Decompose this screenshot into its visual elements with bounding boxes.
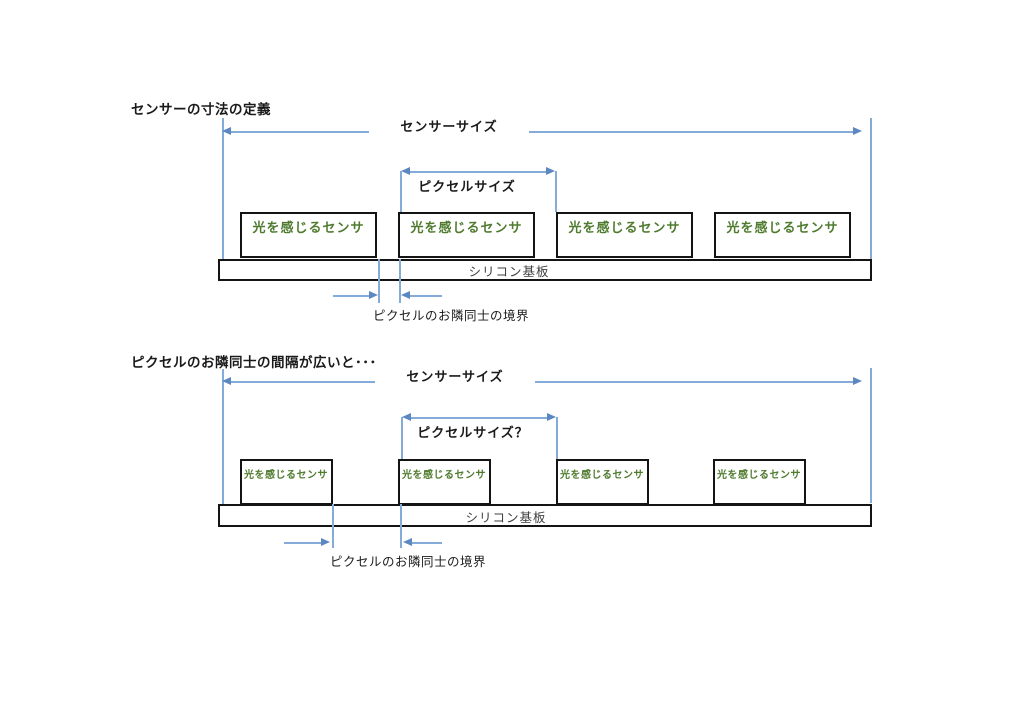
- d1-sensor-box-1: 光を感じるセンサ: [240, 212, 377, 258]
- d1-boundary-arrowhead-left-icon: [401, 291, 410, 299]
- d1-boundary-label: ピクセルのお隣同士の境界: [372, 308, 529, 323]
- d1-sensor-size-arrowhead-left-icon: [222, 127, 231, 135]
- d1-sensor-box-2-label: 光を感じるセンサ: [410, 221, 523, 236]
- d2-sensor-box-2: 光を感じるセンサ: [398, 459, 491, 505]
- d1-boundary-arrow-left-line: [410, 295, 442, 297]
- d1-substrate-bar: [218, 259, 872, 281]
- d2-boundary-arrow-right-line: [284, 542, 322, 544]
- d1-boundary-arrowhead-right-icon: [369, 291, 378, 299]
- d1-sensor-box-2: 光を感じるセンサ: [398, 212, 535, 258]
- d1-sensor-size-label: センサーサイズ: [369, 116, 529, 135]
- d1-sensor-box-4: 光を感じるセンサ: [714, 212, 851, 258]
- d2-sensor-box-3: 光を感じるセンサ: [556, 459, 649, 505]
- d1-pixel-size-arrowhead-left-icon: [401, 167, 410, 175]
- d1-sensor-size-extension-line-left: [222, 118, 224, 260]
- d1-sensor-size-arrowhead-right-icon: [853, 127, 862, 135]
- d2-sensor-size-label: センサーサイズ: [375, 366, 535, 385]
- d2-pixel-size-dimension-line: [410, 417, 548, 419]
- d1-pixel-size-dimension-line: [409, 171, 547, 173]
- d2-sensor-box-1-label: 光を感じるセンサ: [244, 470, 328, 481]
- d2-sensor-size-extension-line-right: [870, 368, 872, 503]
- d2-boundary-arrowhead-right-icon: [321, 538, 330, 546]
- d1-sensor-box-3-label: 光を感じるセンサ: [568, 221, 681, 236]
- d2-sensor-box-4: 光を感じるセンサ: [713, 459, 806, 505]
- d2-pixel-size-arrowhead-right-icon: [547, 413, 556, 421]
- d2-boundary-line-right: [400, 504, 402, 548]
- d1-pixel-size-extension-line-right: [555, 171, 557, 212]
- d2-substrate-label: シリコン基板: [465, 510, 547, 525]
- d2-sensor-box-3-label: 光を感じるセンサ: [560, 470, 644, 481]
- d2-boundary-label: ピクセルのお隣同士の境界: [329, 554, 486, 569]
- d2-substrate-bar: [218, 504, 872, 527]
- d2-pixel-size-arrowhead-left-icon: [402, 413, 411, 421]
- d1-pixel-size-arrowhead-right-icon: [546, 167, 555, 175]
- diagram2-title: ピクセルのお隣同士の間隔が広いと･･･: [131, 355, 377, 371]
- d2-sensor-size-extension-line-left: [222, 369, 224, 505]
- d2-pixel-size-extension-line-right: [556, 417, 558, 459]
- d1-boundary-line-right: [399, 259, 401, 303]
- d2-sensor-box-1: 光を感じるセンサ: [240, 459, 333, 505]
- d1-sensor-size-dimension-line: [230, 131, 854, 133]
- d1-pixel-size-label: ピクセルサイズ: [418, 180, 516, 195]
- d1-sensor-size-extension-line-right: [870, 118, 872, 260]
- d2-sensor-size-arrowhead-left-icon: [222, 377, 231, 385]
- d1-boundary-line-left: [378, 259, 380, 303]
- d2-boundary-arrow-left-line: [412, 542, 442, 544]
- d1-sensor-box-1-label: 光を感じるセンサ: [252, 221, 365, 236]
- d1-substrate-label: シリコン基板: [468, 264, 550, 279]
- d2-sensor-size-dimension-line: [230, 381, 854, 383]
- d1-sensor-box-4-label: 光を感じるセンサ: [726, 221, 839, 236]
- d2-boundary-arrowhead-left-icon: [403, 538, 412, 546]
- d2-sensor-box-4-label: 光を感じるセンサ: [717, 470, 801, 481]
- d1-sensor-box-3: 光を感じるセンサ: [556, 212, 693, 258]
- d1-pixel-size-extension-line-left: [400, 171, 402, 212]
- d2-pixel-size-label: ピクセルサイズ？: [417, 426, 529, 441]
- d2-sensor-size-arrowhead-right-icon: [853, 377, 862, 385]
- d1-boundary-arrow-right-line: [333, 295, 370, 297]
- d2-pixel-size-extension-line-left: [401, 417, 403, 459]
- diagram1-title: センサーの寸法の定義: [131, 102, 271, 118]
- d2-sensor-box-2-label: 光を感じるセンサ: [402, 470, 486, 481]
- d2-boundary-line-left: [332, 504, 334, 548]
